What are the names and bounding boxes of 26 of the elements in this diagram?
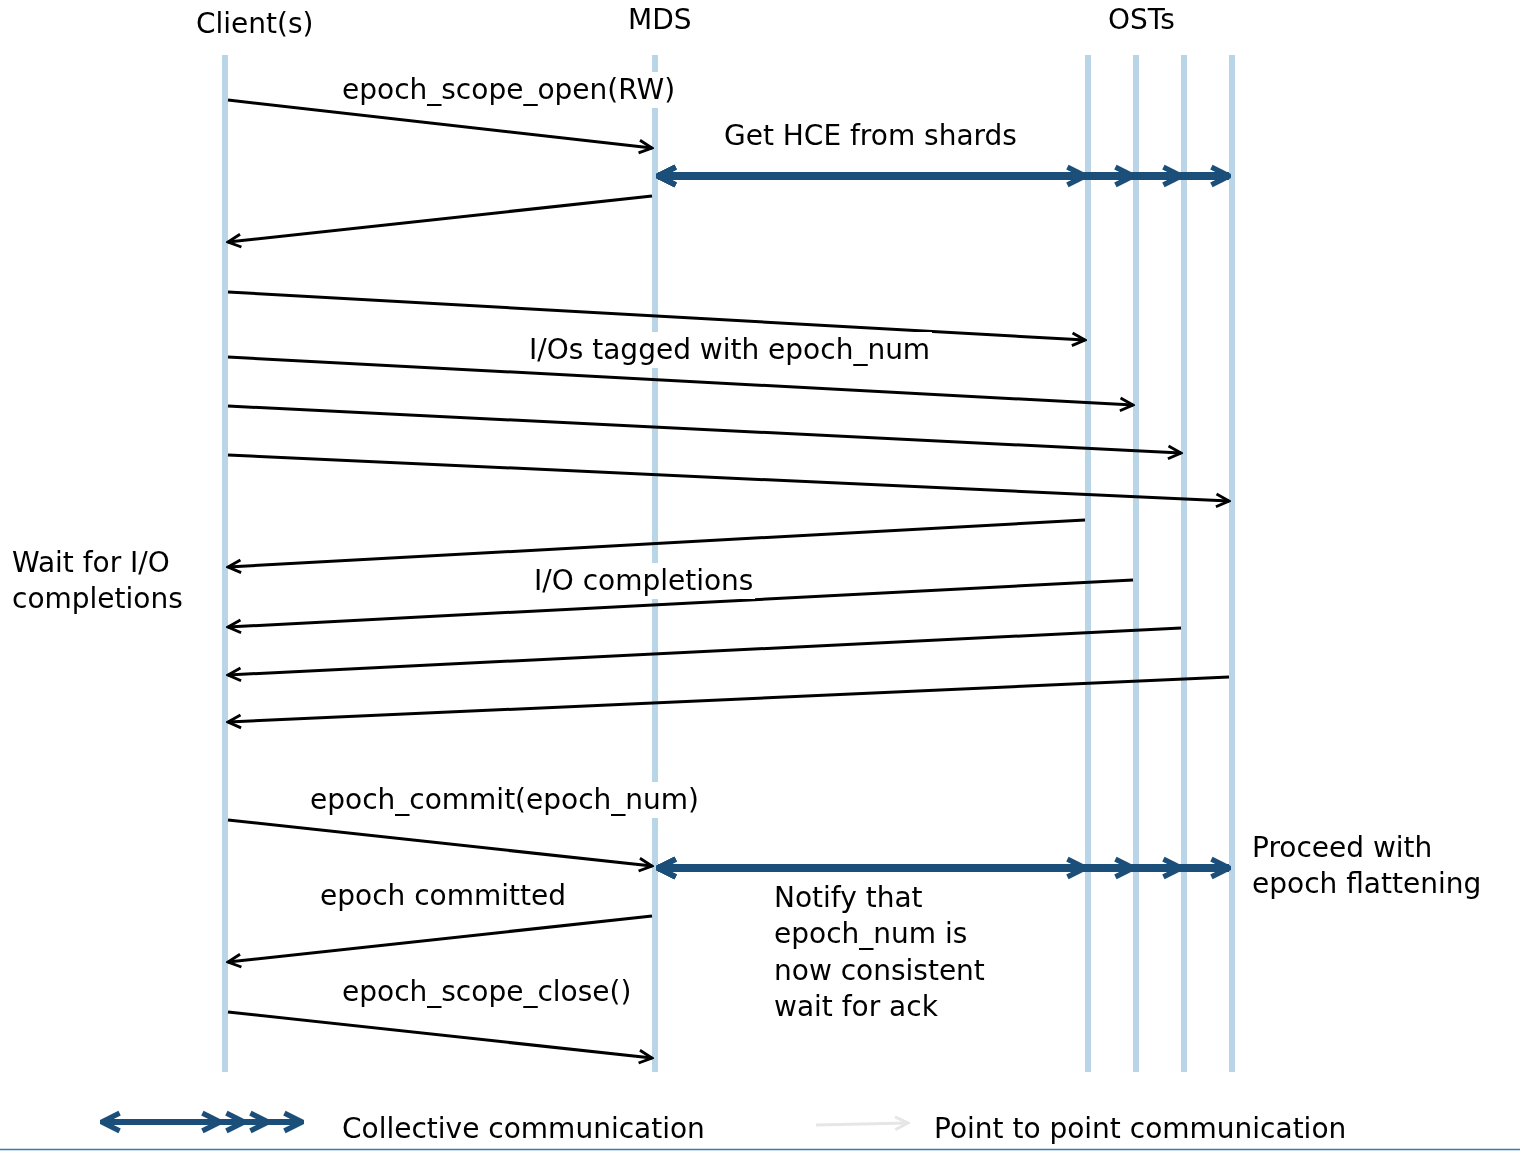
arrow [227,404,1183,461]
lifeline-heading: OSTs [1108,2,1175,38]
arrow [227,453,1231,509]
edge-label: Notify that epoch_num is now consistent wait for ack [773,880,986,1026]
lifeline [1085,55,1091,1072]
note: Wait for I/O completions [12,545,184,618]
arrow [227,290,1087,348]
arrow [227,1010,654,1065]
arrow [227,355,1135,413]
arrow [226,578,1134,635]
lifeline [1133,55,1139,1072]
arrow [227,98,654,155]
arrow [226,914,653,969]
note: Proceed with epoch flattening [1252,830,1483,903]
lifeline [1229,55,1235,1072]
legend-text: Point to point communication [934,1112,1347,1146]
arrow [226,194,653,249]
arrow [226,626,1182,683]
legend-text: Collective communication [342,1112,705,1146]
lifeline [1181,55,1187,1072]
lifeline-heading: Client(s) [196,6,314,42]
lifeline-heading: MDS [628,2,692,38]
arrow [226,518,1086,575]
lifeline [222,55,228,1072]
arrow [226,675,1230,730]
arrow [227,818,654,873]
